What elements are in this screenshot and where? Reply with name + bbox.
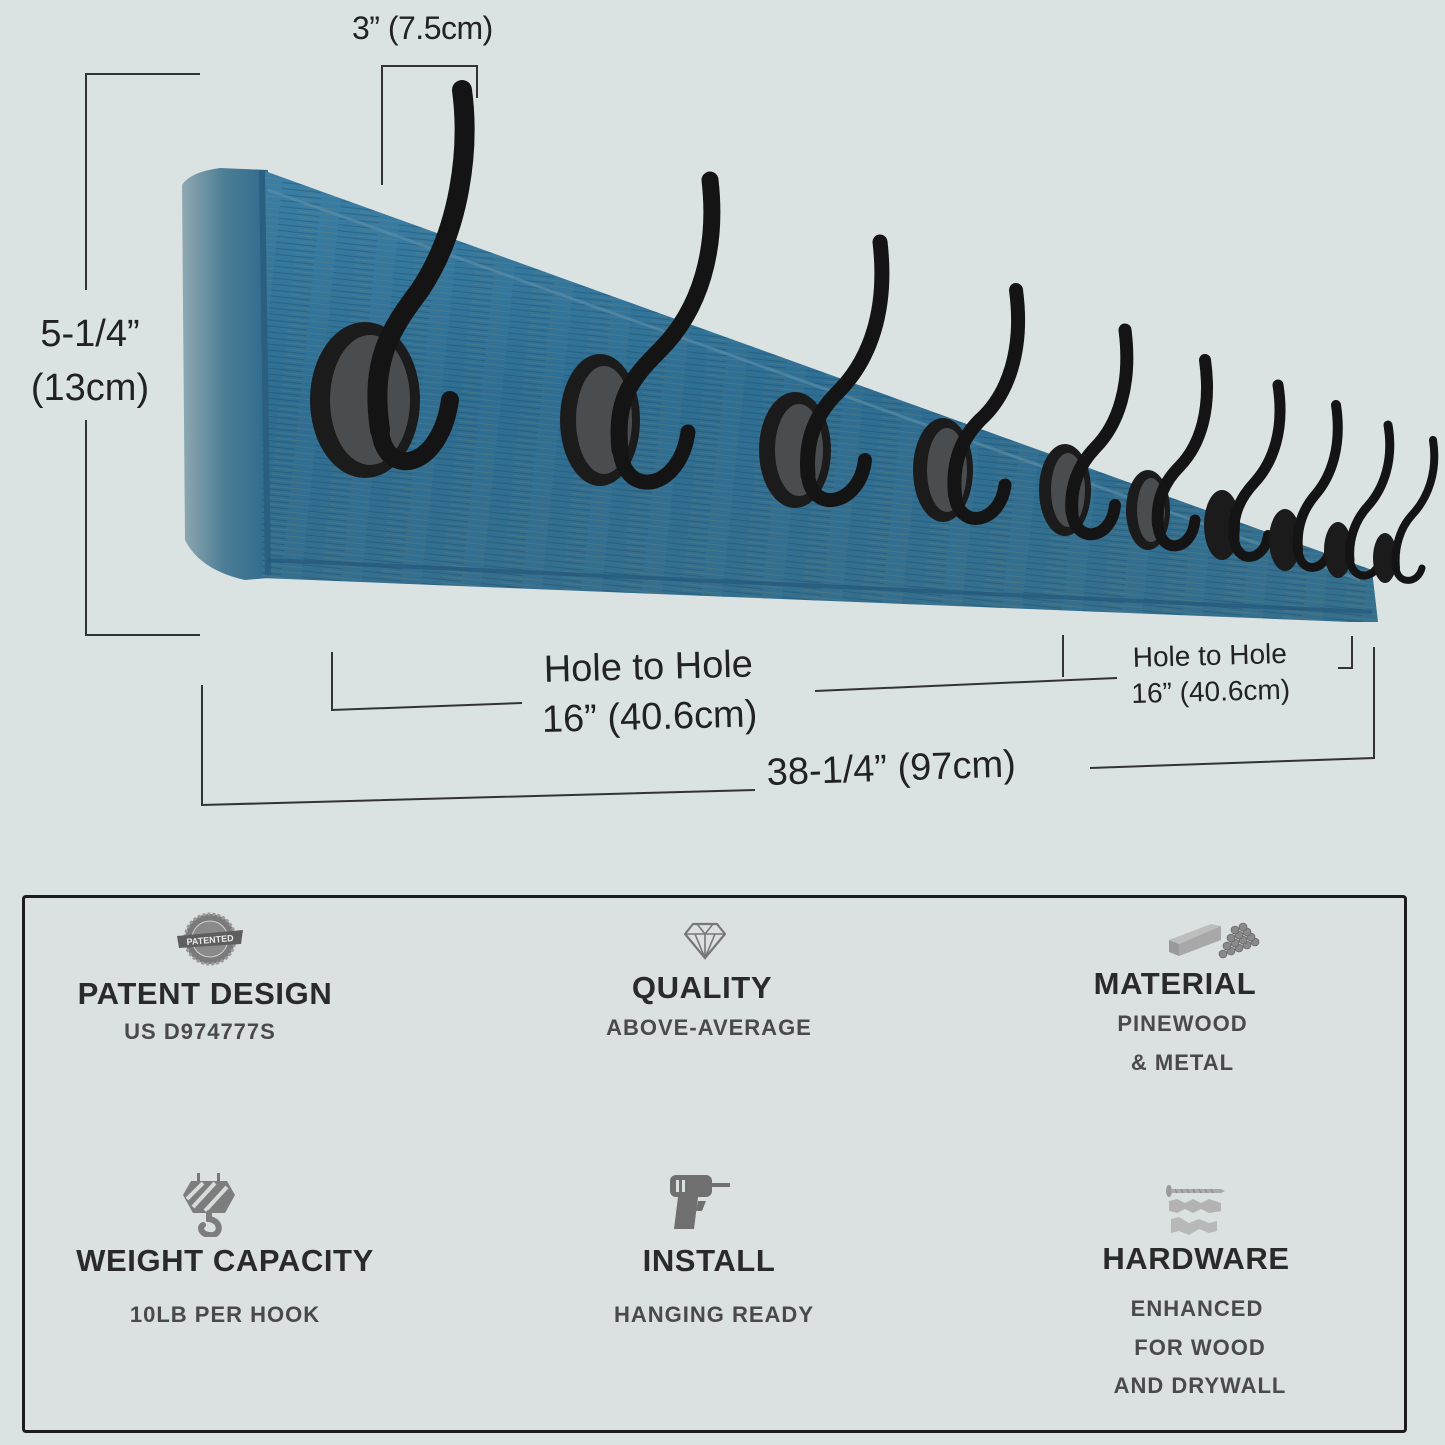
feature-install: INSTALL HANGING READY <box>550 1173 870 1335</box>
height-cm: (13cm) <box>30 366 150 409</box>
feature-subtitle-line-1: ENHANCED <box>1130 1296 1264 1321</box>
crane-hook-weight-icon <box>183 1173 235 1237</box>
hook-2 <box>560 171 721 490</box>
feature-subtitle: HANGING READY <box>613 1302 814 1327</box>
hook-5 <box>1039 323 1134 541</box>
features-panel: PATENTED PATENT DESIGN US D974777S QUALI… <box>22 895 1407 1433</box>
feature-subtitle-line-3: AND DRYWALL <box>1113 1373 1287 1398</box>
hooks <box>310 80 1439 584</box>
feature-title: PATENT DESIGN <box>77 976 333 1011</box>
board-end-face <box>182 168 268 580</box>
hole-to-hole-main-label: Hole to Hole <box>543 643 754 691</box>
feature-subtitle-line-2: & METAL <box>1130 1049 1235 1075</box>
feature-title: HARDWARE <box>1102 1241 1290 1276</box>
hole-to-hole-main-dimension: Hole to Hole 16” (40.6cm) <box>540 639 758 745</box>
hole-to-hole-main-value: 16” (40.6cm) <box>541 693 758 742</box>
feature-subtitle-line-2: FOR WOOD <box>1134 1334 1266 1360</box>
svg-text:PATENTED: PATENTED <box>186 933 234 947</box>
hook-6 <box>1126 354 1213 552</box>
feature-subtitle: US D974777S <box>124 1019 276 1044</box>
dimension-lines <box>85 65 1375 807</box>
feature-quality: QUALITY ABOVE-AVERAGE <box>545 920 865 1048</box>
patented-seal-icon: PATENTED <box>177 912 243 966</box>
power-drill-icon <box>670 1175 730 1229</box>
feature-subtitle: 10LB PER HOOK <box>129 1302 321 1327</box>
feature-title: WEIGHT CAPACITY <box>76 1243 374 1278</box>
feature-subtitle-line-1: PINEWOOD <box>1117 1011 1248 1036</box>
hole-to-hole-side-label: Hole to Hole <box>1132 637 1288 673</box>
total-length-dimension: 38-1/4” (97cm) <box>765 743 1017 794</box>
feature-title: INSTALL <box>642 1243 776 1278</box>
feature-patent-design: PATENTED PATENT DESIGN US D974777S <box>50 910 370 1052</box>
hole-to-hole-side-value: 16” (40.6cm) <box>1131 674 1291 710</box>
feature-weight-capacity: WEIGHT CAPACITY 10LB PER HOOK <box>65 1171 385 1335</box>
hook-7 <box>1204 379 1286 562</box>
coat-rack-illustration <box>85 65 1439 807</box>
hook-1 <box>310 80 475 478</box>
hook-10 <box>1373 436 1439 584</box>
hook-width-dimension: 3” (7.5cm) <box>352 10 493 46</box>
feature-material: MATERIAL PINEWOOD & METAL <box>1025 916 1345 1082</box>
hook-3 <box>759 234 890 508</box>
hook-4 <box>913 283 1026 525</box>
hole-to-hole-side-dimension: Hole to Hole 16” (40.6cm) <box>1130 636 1291 713</box>
diamond-icon <box>683 922 727 960</box>
feature-title: MATERIAL <box>1093 966 1257 1001</box>
height-inches: 5-1/4” <box>40 313 140 355</box>
wood-metal-material-icon <box>1169 922 1260 959</box>
height-dimension: 5-1/4” (13cm) <box>20 308 160 416</box>
feature-title: QUALITY <box>631 970 773 1005</box>
screws-anchors-icon <box>1166 1185 1225 1235</box>
feature-hardware: HARDWARE ENHANCED FOR WOOD AND DRYWALL <box>1037 1183 1357 1406</box>
feature-subtitle: ABOVE-AVERAGE <box>606 1015 812 1040</box>
